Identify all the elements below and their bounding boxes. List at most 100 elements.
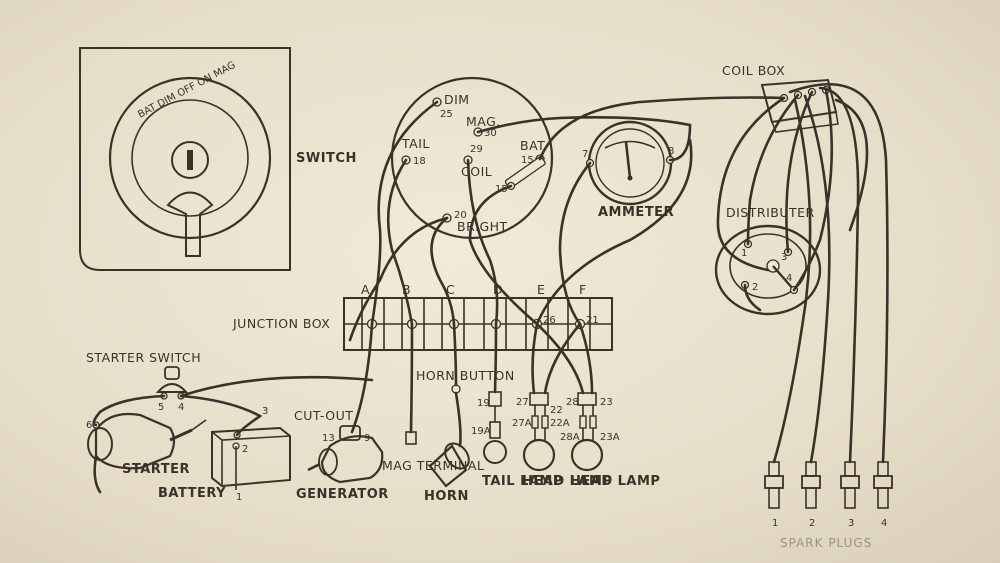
dim-number: 25 <box>440 109 453 120</box>
cut-out-label: CUT-OUT <box>294 408 353 423</box>
junction-box-dividers <box>361 298 591 350</box>
mag-terminal-post <box>405 431 417 445</box>
bat-number: 15 <box>521 155 534 166</box>
wire-d-to-tail-lamp <box>493 322 498 394</box>
lamp1-b-number: 22 <box>550 405 563 416</box>
tail-lamp-bulb-icon <box>483 440 507 464</box>
battery-edges <box>211 431 291 486</box>
lamp1-c-number: 27A <box>512 418 532 429</box>
generator-body <box>320 435 384 484</box>
junction-letter-a: A <box>361 282 370 297</box>
spark-plug-4 <box>873 461 893 509</box>
ammeter-needle <box>624 141 632 179</box>
wire-mag-to-ammeter <box>476 116 692 162</box>
starter-pinion <box>191 419 207 431</box>
head-lamp-right: 28 23 28A 23A HEAD LAMP <box>560 392 660 489</box>
plug-number-4: 4 <box>881 518 887 529</box>
head-lamp-left-fuse-a <box>531 415 539 429</box>
tail-lamp-socket-bottom <box>489 421 501 439</box>
ammeter-label: AMMETER <box>598 205 674 220</box>
wire-c-to-horn-button <box>452 322 458 387</box>
wire-starter-ground <box>93 454 102 494</box>
wire-bright-to-c <box>430 216 456 326</box>
horn: HORN BUTTON HORN <box>416 368 514 504</box>
wire-e-to-lamp-left <box>531 322 539 395</box>
starter-switch-button <box>164 366 180 380</box>
wire-coilbox-left-loop <box>716 96 786 272</box>
tail-lamp-top-number: 19 <box>477 398 490 409</box>
wire-ammeter-to-f <box>558 161 592 326</box>
wire-starter-switch-to-battery <box>179 394 263 437</box>
ignition-switch: BAT DIM OFF ON MAG SWITCH <box>79 47 356 271</box>
starter-left-number: 6 <box>86 420 92 431</box>
generator-end-cap <box>318 448 338 476</box>
starter-switch-left-number: 5 <box>158 402 164 413</box>
wire-lamp-fuse-links <box>534 405 594 416</box>
distributer-outer <box>714 224 822 316</box>
starter-end-cap <box>87 427 113 461</box>
wire-coilbox-to-plug-1 <box>772 98 812 464</box>
starter-motor: 6 STARTER <box>86 412 207 477</box>
mag-terminal: MAG TERMINAL <box>382 431 484 473</box>
battery-mid-number: 2 <box>242 444 248 455</box>
lamp2-b-number: 23 <box>600 397 613 408</box>
head-lamp-left-socket <box>529 392 549 406</box>
distributer-label: DISTRIBUTER <box>726 205 815 220</box>
battery-bottom-number: 1 <box>236 492 242 503</box>
wire-coilbox-to-plug-4 <box>788 83 889 464</box>
bat-label: BAT <box>520 138 545 153</box>
tail-lamp-socket-top <box>488 391 502 407</box>
wire-bat-low-to-e <box>468 184 539 326</box>
junction-box: JUNCTION BOX A B C D E F 26 21 <box>232 282 613 351</box>
key-lock-icon <box>171 141 209 179</box>
wire-horn-button-to-horn <box>454 391 462 448</box>
wire-f-to-lamp-left <box>543 322 582 395</box>
dim-label: DIM <box>444 92 470 107</box>
wire-coilbox-to-plug-2 <box>803 94 831 464</box>
cut-out-box <box>339 425 361 441</box>
starter-switch-right-number: 4 <box>178 402 184 413</box>
head-lamp-right-label: HEAD LAMP <box>570 474 660 489</box>
cutout-right-number: 9 <box>364 433 370 444</box>
junction-letter-c: C <box>446 282 455 297</box>
wire-bright-return <box>348 216 449 342</box>
ammeter-dial <box>595 128 665 198</box>
dist-number-3: 3 <box>781 252 787 263</box>
generator: CUT-OUT 13 9 GENERATOR <box>294 408 388 502</box>
junction-f-number: 21 <box>586 315 599 326</box>
wire-e-to-lamp-right <box>535 322 585 395</box>
tail-lamp-bottom-number: 19A <box>471 426 491 437</box>
plug-number-1: 1 <box>772 518 778 529</box>
battery-top-number: 3 <box>262 406 268 417</box>
spark-plug-1 <box>764 461 784 509</box>
spark-plug-3 <box>840 461 860 509</box>
junction-letter-f: F <box>579 282 587 297</box>
plug-number-2: 2 <box>809 518 815 529</box>
tail-lamp-label-1: TAIL LAMP <box>482 474 563 489</box>
wire-tail-to-b <box>386 158 414 326</box>
spark-plugs: 1 2 3 4 SPARK PLUGS <box>764 461 893 550</box>
starter-body <box>94 412 176 470</box>
lighting-switch: DIM 25 MAG. 30 TAIL 18 29 COIL BAT 15 15… <box>390 76 554 240</box>
wire-ammeter-loop <box>535 138 693 326</box>
starter-switch: STARTER SWITCH 5 4 <box>86 350 201 413</box>
battery-body <box>211 426 291 488</box>
starter-shaft <box>169 428 193 442</box>
switch-panel-outline <box>79 47 291 271</box>
cutout-left-number: 13 <box>322 433 335 444</box>
junction-box-label: JUNCTION BOX <box>232 316 330 331</box>
distributer: DISTRIBUTER 1 2 3 4 <box>714 205 822 316</box>
starter-label: STARTER <box>122 462 190 477</box>
wire-starter-switch-to-junction <box>179 375 374 398</box>
coil-label: COIL <box>461 164 492 179</box>
starter-switch-label-1: STARTER SWITCH <box>86 350 201 365</box>
ammeter-pivot <box>627 175 633 181</box>
wires <box>92 83 889 494</box>
head-lamp-right-fuse-a <box>579 415 587 429</box>
wire-a-to-cutout <box>350 322 374 434</box>
spark-plugs-label: SPARK PLUGS <box>780 536 872 550</box>
battery-label: BATTERY <box>158 486 226 501</box>
plug-number-3: 3 <box>848 518 854 529</box>
coil-box-label: COIL BOX <box>722 63 785 78</box>
